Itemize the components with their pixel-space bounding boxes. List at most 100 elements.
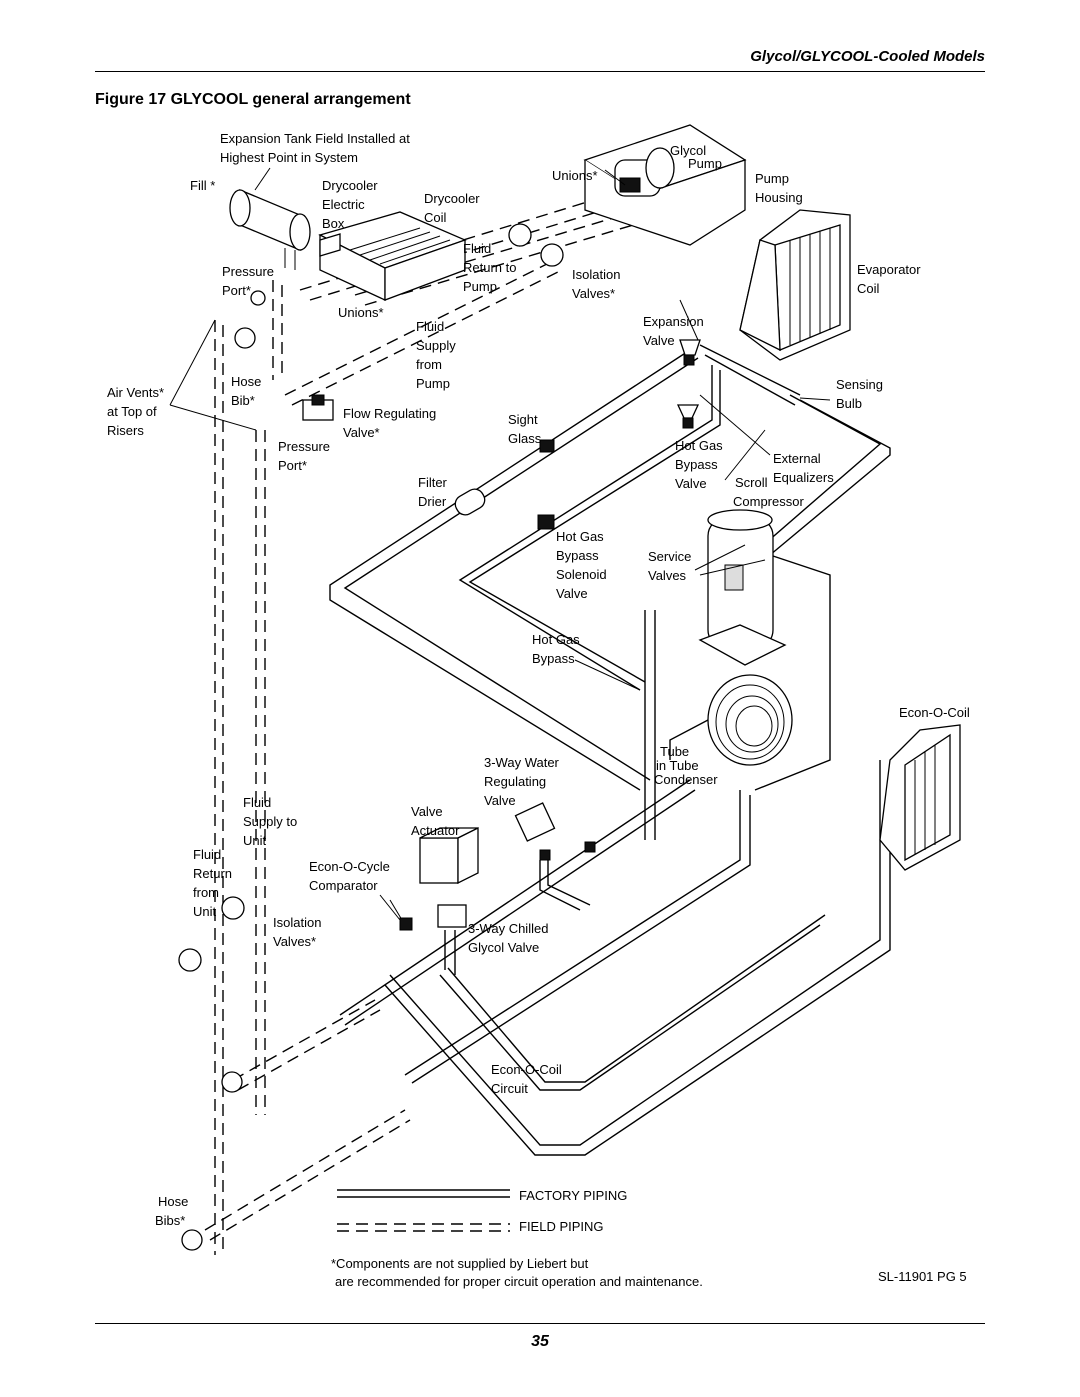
label-scroll-comp-2: Compressor (733, 494, 804, 509)
label-drycooler-box-1: Drycooler (322, 178, 378, 193)
evaporator-coil (739, 209, 851, 361)
hot-gas-bypass-valve (676, 404, 700, 429)
label-isolation-bottom-1: Isolation (273, 915, 321, 930)
label-service-valves-2: Valves (648, 568, 687, 583)
label-fluid-return-unit-2: Return (193, 866, 232, 881)
label-hose-bib-2: Bib* (231, 393, 255, 408)
label-fluid-return-unit-4: Unit (193, 904, 217, 919)
legend-field-label: FIELD PIPING (519, 1219, 604, 1234)
label-econ-o-coil: Econ-O-Coil (899, 705, 970, 720)
label-fluid-return-2: Return to (463, 260, 516, 275)
label-service-valves-1: Service (648, 549, 691, 564)
label-three-way-chilled-2: Glycol Valve (468, 940, 539, 955)
scroll-compressor (698, 509, 787, 666)
label-hgb-valve-1: Hot Gas (675, 438, 723, 453)
label-pressure-port-mid-1: Pressure (278, 439, 330, 454)
label-sensing-bulb-2: Bulb (836, 396, 862, 411)
label-three-way-water-2: Regulating (484, 774, 546, 789)
three-way-chilled-glycol-valve (399, 904, 467, 931)
label-hose-bibs-2: Bibs* (155, 1213, 185, 1228)
label-fluid-return-1: Fluid (463, 241, 491, 256)
label-econ-o-coil-circuit-1: Econ-O-Coil (491, 1062, 562, 1077)
label-hgb-solenoid-2: Bypass (556, 548, 599, 563)
label-hgb-valve-2: Bypass (675, 457, 718, 472)
label-hose-bibs-1: Hose (158, 1194, 188, 1209)
label-air-vents-1: Air Vents* (107, 385, 164, 400)
label-drycooler-box-3: Box (322, 216, 345, 231)
footnote-line-2: are recommended for proper circuit opera… (335, 1274, 703, 1289)
label-external-eq-2: Equalizers (773, 470, 834, 485)
label-econ-o-coil-circuit-2: Circuit (491, 1081, 528, 1096)
valve-actuator (419, 826, 479, 885)
header-rule (95, 71, 985, 72)
label-scroll-comp-1: Scroll (735, 475, 768, 490)
label-fluid-supply-unit-2: Supply to (243, 814, 297, 829)
label-hgb-valve-3: Valve (675, 476, 707, 491)
expansion-tank (229, 167, 311, 270)
label-glycol-pump-2: Pump (688, 156, 722, 171)
econ-o-coil (879, 724, 961, 871)
label-sight-glass-1: Sight (508, 412, 538, 427)
label-evaporator-1: Evaporator (857, 262, 921, 277)
label-air-vents-2: at Top of (107, 404, 157, 419)
footer-rule (95, 1323, 985, 1324)
label-tube-in-tube-3: Condenser (654, 772, 718, 787)
label-fluid-supply-unit-3: Unit (243, 833, 267, 848)
label-isolation-top-1: Isolation (572, 267, 620, 282)
label-hot-gas-bypass-1: Hot Gas (532, 632, 580, 647)
flow-regulating-valve (302, 394, 334, 421)
label-air-vents-3: Risers (107, 423, 144, 438)
label-expansion-valve-2: Valve (643, 333, 675, 348)
pump-housing (583, 124, 747, 246)
label-sensing-bulb-1: Sensing (836, 377, 883, 392)
figure-title: Figure 17 GLYCOOL general arrangement (95, 91, 411, 108)
label-flow-reg-1: Flow Regulating (343, 406, 436, 421)
label-fluid-supply-3: from (416, 357, 442, 372)
label-fluid-return-unit-3: from (193, 885, 219, 900)
label-tube-in-tube-2: in Tube (656, 758, 699, 773)
leader-lines (169, 169, 831, 921)
label-fluid-supply-4: Pump (416, 376, 450, 391)
label-expansion-tank-2: Highest Point in System (220, 150, 358, 165)
label-unions-top: Unions* (552, 168, 598, 183)
section-header: Glycol/GLYCOOL-Cooled Models (750, 48, 985, 65)
label-hgb-solenoid-3: Solenoid (556, 567, 607, 582)
label-fluid-supply-1: Fluid (416, 319, 444, 334)
label-valve-actuator-1: Valve (411, 804, 443, 819)
label-expansion-tank-1: Expansion Tank Field Installed at (220, 131, 410, 146)
label-expansion-valve-1: Expansion (643, 314, 704, 329)
label-three-way-water-3: Valve (484, 793, 516, 808)
piping-legend: FACTORY PIPING FIELD PIPING (337, 1188, 627, 1234)
label-pressure-port-top-2: Port* (222, 283, 251, 298)
label-hose-bib-1: Hose (231, 374, 261, 389)
three-way-water-valve (514, 802, 596, 861)
label-hgb-solenoid-1: Hot Gas (556, 529, 604, 544)
label-filter-drier-1: Filter (418, 475, 448, 490)
label-fluid-supply-2: Supply (416, 338, 456, 353)
tube-in-tube-condenser (669, 674, 793, 766)
label-drycooler-coil-1: Drycooler (424, 191, 480, 206)
label-isolation-top-2: Valves* (572, 286, 615, 301)
label-fill: Fill * (190, 178, 215, 193)
label-pump-housing-2: Housing (755, 190, 803, 205)
field-piping (204, 194, 651, 1255)
label-fluid-return-unit-1: Fluid (193, 847, 221, 862)
sight-glass (539, 439, 555, 453)
diagram-labels: Expansion Tank Field Installed at Highes… (107, 131, 970, 1228)
filter-drier (454, 488, 486, 516)
legend-factory-label: FACTORY PIPING (519, 1188, 627, 1203)
expansion-valve (679, 339, 701, 366)
label-evaporator-2: Coil (857, 281, 880, 296)
label-hgb-solenoid-4: Valve (556, 586, 588, 601)
footnote: *Components are not supplied by Liebert … (331, 1256, 967, 1289)
label-tube-in-tube-1: Tube (660, 744, 689, 759)
label-three-way-chilled-1: 3-Way Chilled (468, 921, 548, 936)
label-econ-o-cycle-1: Econ-O-Cycle (309, 859, 390, 874)
label-fluid-return-3: Pump (463, 279, 497, 294)
label-sight-glass-2: Glass (508, 431, 542, 446)
label-drycooler-coil-2: Coil (424, 210, 447, 225)
label-flow-reg-2: Valve* (343, 425, 380, 440)
label-external-eq-1: External (773, 451, 821, 466)
footnote-code: SL-11901 PG 5 (878, 1269, 967, 1284)
